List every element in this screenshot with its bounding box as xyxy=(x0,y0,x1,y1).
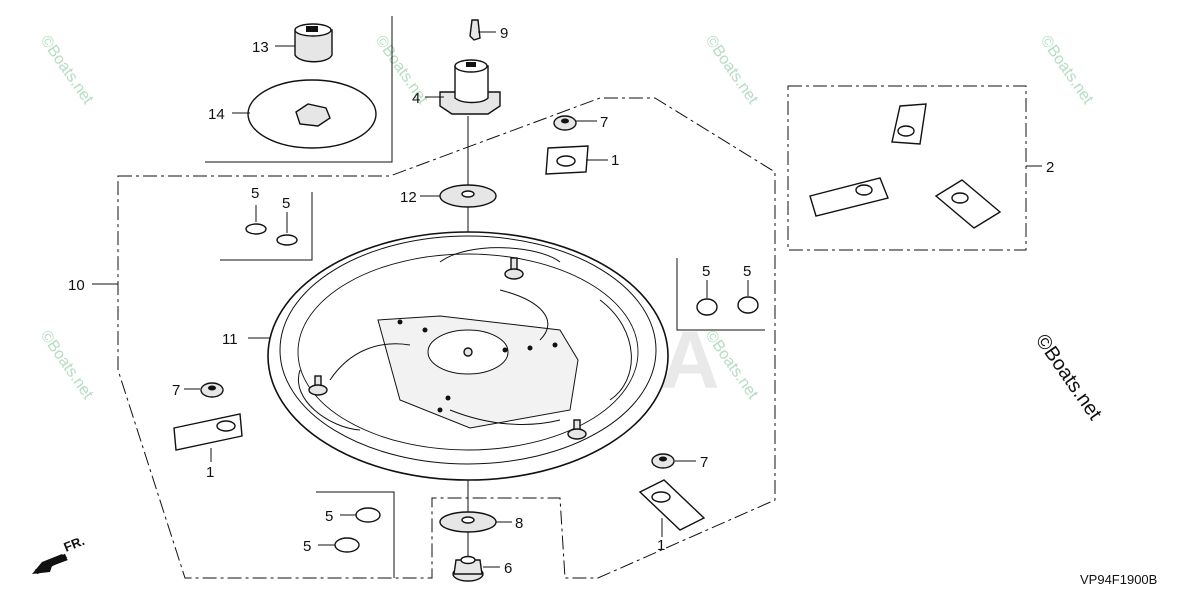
corner-watermark: ©Boats.net xyxy=(1031,330,1106,424)
callout-5-b: 5 xyxy=(282,195,290,212)
watermark: ©Boats.net xyxy=(37,33,97,108)
front-direction-arrow: FR. xyxy=(32,533,87,575)
spacer-part xyxy=(737,296,759,314)
callout-5-d: 5 xyxy=(743,263,751,280)
callout-7-right: 7 xyxy=(700,454,708,471)
callout-14: 14 xyxy=(208,106,225,123)
spacer-part xyxy=(245,223,267,235)
spacer-part xyxy=(334,537,360,553)
callout-1-left: 1 xyxy=(206,464,214,481)
kit-blade-part xyxy=(934,179,1002,229)
blade-part xyxy=(638,479,706,531)
collar-part xyxy=(294,23,333,63)
plate-part xyxy=(247,79,377,149)
callout-1-top: 1 xyxy=(611,152,619,169)
callout-5-e: 5 xyxy=(325,508,333,525)
spacer-part xyxy=(355,507,381,523)
kit-blade-part xyxy=(809,177,889,217)
callout-7-left: 7 xyxy=(172,382,180,399)
nut-part xyxy=(200,382,224,398)
callout-12: 12 xyxy=(400,189,417,206)
flange-nut-part xyxy=(452,555,484,582)
callout-1-right: 1 xyxy=(657,537,665,554)
watermark: ©Boats.net xyxy=(372,33,432,108)
key-part xyxy=(469,19,481,41)
callout-5-a: 5 xyxy=(251,185,259,202)
callout-2: 2 xyxy=(1046,159,1054,176)
callout-9: 9 xyxy=(500,25,508,42)
front-direction-label: FR. xyxy=(62,533,87,555)
bracket-top xyxy=(205,16,393,163)
watermark: ©Boats.net xyxy=(702,33,762,108)
kit-box xyxy=(787,85,1027,251)
blade-part xyxy=(545,145,589,175)
washer-part xyxy=(439,184,497,208)
nut-part xyxy=(553,115,577,131)
callout-5-f: 5 xyxy=(303,538,311,555)
callout-6: 6 xyxy=(504,560,512,577)
bracket-right xyxy=(676,258,765,331)
spacer-part xyxy=(696,298,718,316)
watermark: ©Boats.net xyxy=(1037,33,1097,108)
callout-11: 11 xyxy=(222,331,238,348)
callout-7-top: 7 xyxy=(600,114,608,131)
assembly-boundary xyxy=(117,97,776,579)
callout-5-c: 5 xyxy=(702,263,710,280)
callout-8: 8 xyxy=(515,515,523,532)
callout-4: 4 xyxy=(412,90,420,107)
spacer-part xyxy=(276,234,298,246)
washer-part xyxy=(439,511,497,533)
callout-10: 10 xyxy=(68,277,85,294)
bracket-left xyxy=(220,192,313,261)
kit-blade-part xyxy=(891,103,927,145)
nut-part xyxy=(651,453,675,469)
hub-part xyxy=(439,59,501,115)
blade-disc xyxy=(267,231,669,481)
diagram-code: VP94F1900B xyxy=(1080,572,1157,587)
bracket-bottom xyxy=(316,491,395,578)
watermark: ©Boats.net xyxy=(37,328,97,403)
callout-13: 13 xyxy=(252,39,269,56)
blade-part xyxy=(173,413,243,451)
